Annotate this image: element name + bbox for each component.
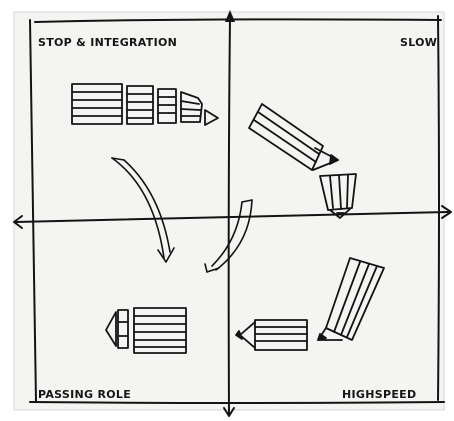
horizontal-axis — [13, 205, 452, 229]
label-bottom-right: HIGHSPEED — [342, 388, 416, 401]
horizontal-bars-arrow-left — [235, 319, 308, 351]
curved-arrow-left — [111, 157, 175, 263]
curved-arrow-center — [204, 199, 253, 273]
diagonal-stripe-block — [248, 103, 339, 171]
label-top-left: STOP & INTEGRATION — [38, 36, 177, 49]
horizontal-bars-growing — [105, 307, 187, 354]
outer-frame — [29, 15, 445, 404]
vertical-stripe-block — [319, 173, 357, 219]
vertical-axis — [223, 10, 235, 417]
label-top-right: SLOW — [400, 36, 437, 49]
horizontal-bars-shrinking — [71, 83, 219, 126]
diagonal-stripe-block-lower — [317, 257, 385, 341]
label-bottom-left: PASSING ROLE — [38, 388, 131, 401]
